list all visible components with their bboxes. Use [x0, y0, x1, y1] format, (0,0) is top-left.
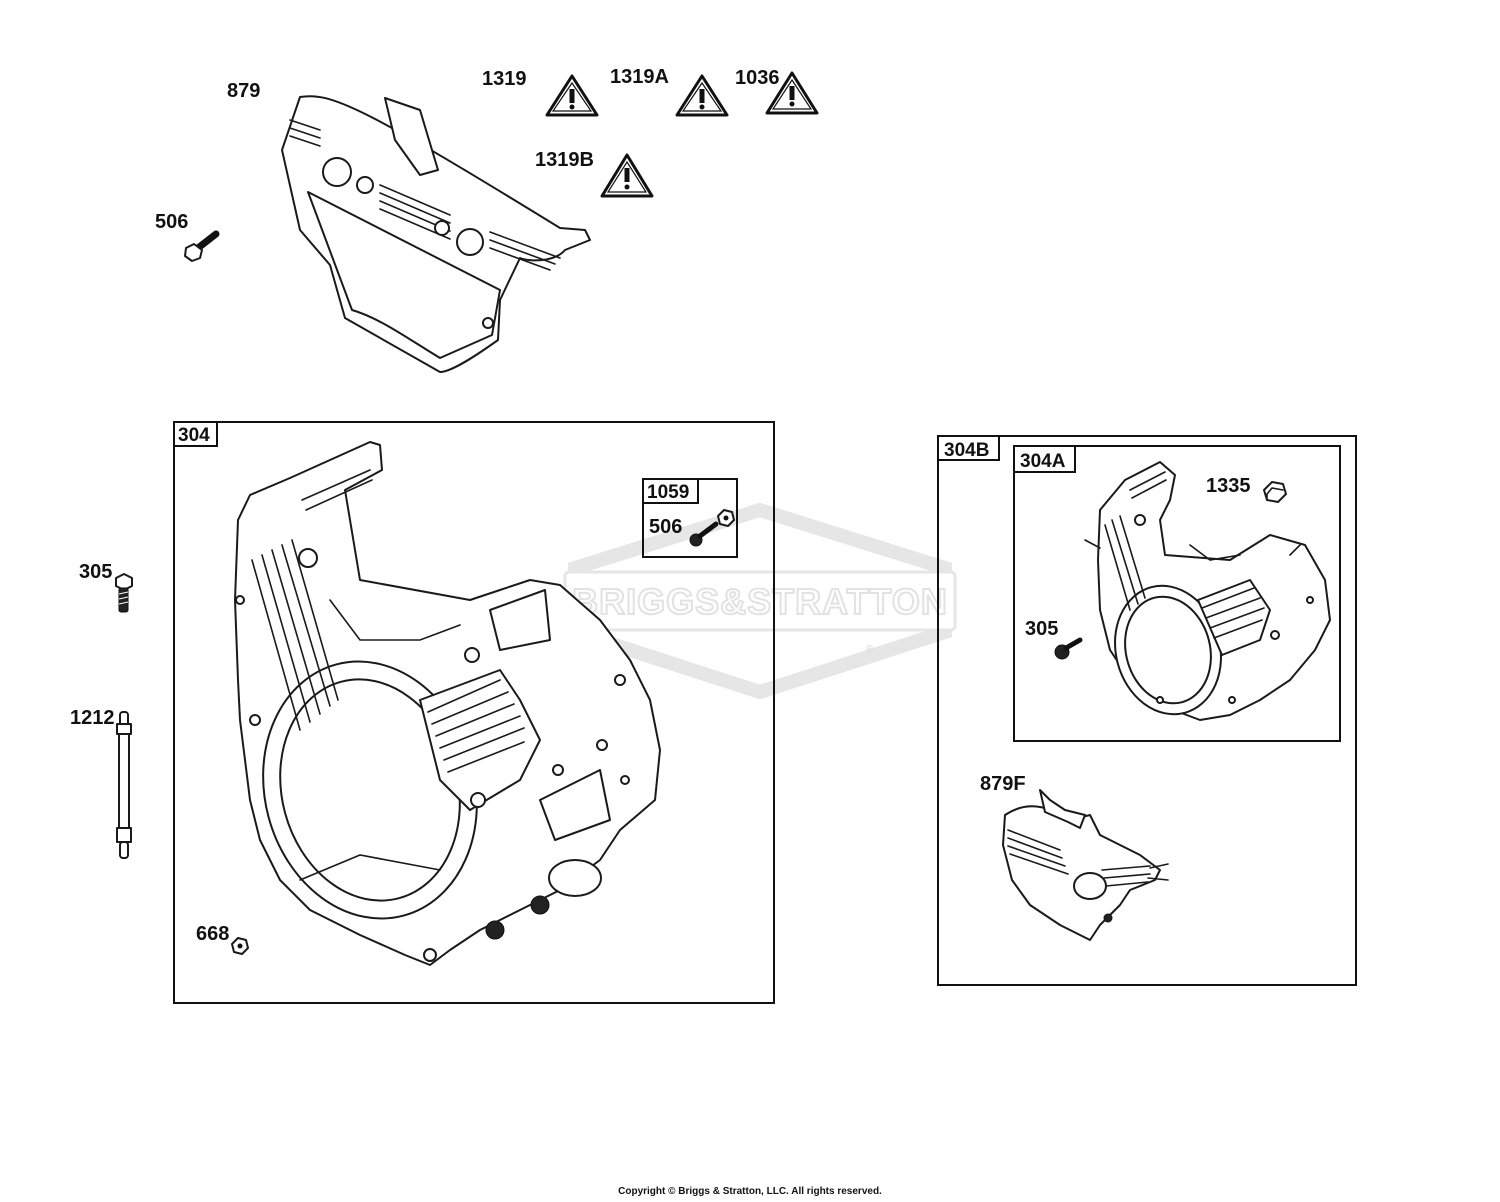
part-879-cover[interactable]	[281, 95, 591, 373]
kit-box-304	[173, 421, 775, 1004]
label-1319: 1319	[482, 68, 527, 90]
part-1212-stud[interactable]	[116, 711, 132, 859]
warning-label-1319b[interactable]	[600, 153, 654, 198]
watermark-registered-mark: ®	[866, 644, 874, 655]
kit-box-304b	[937, 435, 1357, 986]
label-879f: 879F	[980, 773, 1026, 795]
label-879: 879	[227, 80, 260, 102]
label-1036: 1036	[735, 67, 780, 89]
part-304-blower-housing[interactable]	[234, 441, 661, 966]
part-506-bolt[interactable]	[184, 230, 220, 262]
label-668: 668	[196, 923, 229, 945]
label-1319a: 1319A	[610, 66, 669, 88]
label-1212: 1212	[70, 707, 115, 729]
part-304a-blower-housing[interactable]	[1084, 461, 1331, 726]
part-668-nut[interactable]	[231, 937, 249, 955]
label-506-kit: 506	[649, 516, 682, 538]
kit-box-304-tag	[173, 421, 218, 447]
part-305-bolt[interactable]	[115, 573, 133, 613]
part-879f-cover[interactable]	[1002, 789, 1169, 941]
label-506: 506	[155, 211, 188, 233]
kit-box-304b-tag	[937, 435, 1000, 461]
warning-label-1036[interactable]	[765, 71, 819, 115]
part-506-screw-kit[interactable]	[689, 509, 735, 547]
label-304a: 304A	[1020, 451, 1066, 472]
watermark-text: BRIGGS&STRATTON	[572, 581, 948, 622]
label-304: 304	[178, 425, 210, 446]
kit-box-304a	[1013, 445, 1341, 742]
copyright-footer: Copyright © Briggs & Stratton, LLC. All …	[618, 1186, 882, 1197]
label-1059: 1059	[647, 482, 689, 503]
label-1335: 1335	[1206, 475, 1251, 497]
label-305: 305	[79, 561, 112, 583]
briggs-stratton-watermark: BRIGGS&STRATTON ®	[563, 502, 957, 700]
warning-label-1319a[interactable]	[675, 74, 729, 117]
part-1335-nut[interactable]	[1263, 481, 1287, 503]
label-1319b: 1319B	[535, 149, 594, 171]
label-305-right: 305	[1025, 618, 1058, 640]
label-304b: 304B	[944, 440, 989, 461]
kit-box-304a-tag	[1013, 445, 1076, 473]
part-305-screw[interactable]	[1054, 637, 1083, 660]
kit-box-1059-tag	[642, 478, 699, 504]
warning-label-1319[interactable]	[545, 74, 599, 117]
